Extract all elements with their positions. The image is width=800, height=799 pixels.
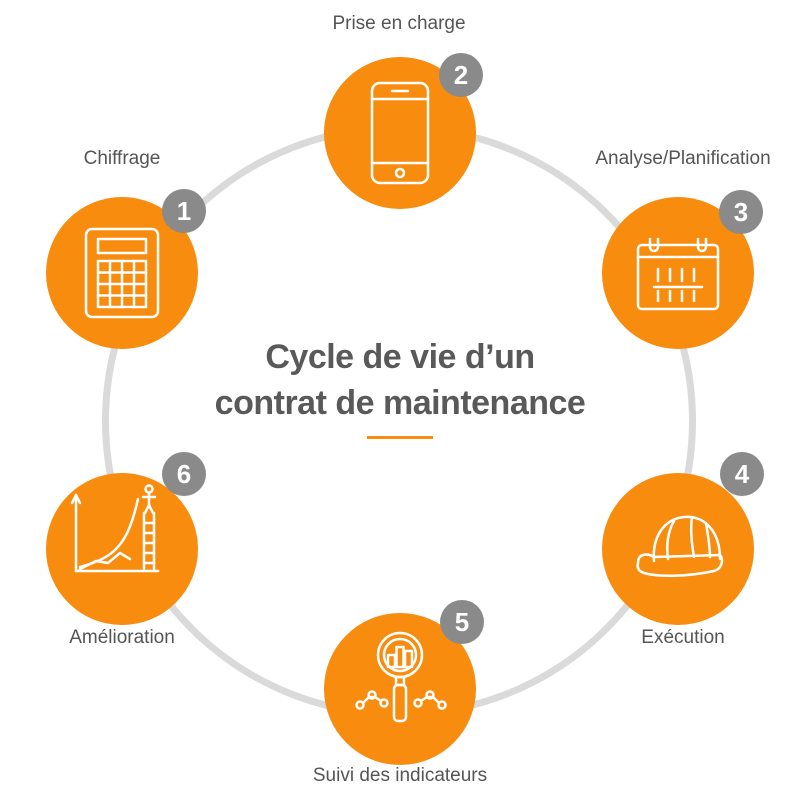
step-4-badge: 4: [720, 452, 764, 496]
step-4-circle: [602, 473, 754, 625]
magnifier-chart-icon: [355, 631, 447, 723]
step-5-circle: [324, 613, 476, 765]
step-1-circle: [46, 197, 198, 349]
step-1-badge: 1: [162, 189, 206, 233]
calculator-icon: [84, 227, 160, 319]
growth-chart-icon: [70, 484, 160, 573]
step-6-label: Amélioration: [69, 627, 175, 648]
smartphone-icon: [370, 81, 430, 185]
step-3-label: Analyse/Planification: [595, 148, 771, 169]
step-6-badge: 6: [162, 452, 206, 496]
step-6-circle: [46, 473, 198, 625]
calendar-icon: [636, 237, 720, 311]
step-5-label: Suivi des indicateurs: [312, 765, 488, 786]
title-line-1: Cycle de vie d’un: [265, 338, 535, 376]
step-2-badge: 2: [439, 53, 483, 97]
step-4-label: Exécution: [641, 627, 725, 648]
step-2-label: Prise en charge: [332, 13, 466, 34]
diagram-title: Cycle de vie d’un contrat de maintenance: [150, 334, 650, 426]
title-line-2: contrat de maintenance: [214, 384, 586, 422]
step-1-label: Chiffrage: [83, 148, 161, 169]
step-3-badge: 3: [719, 190, 763, 234]
step-5-badge: 5: [440, 600, 484, 644]
title-underline: [367, 436, 433, 439]
hard-hat-icon: [636, 515, 724, 578]
